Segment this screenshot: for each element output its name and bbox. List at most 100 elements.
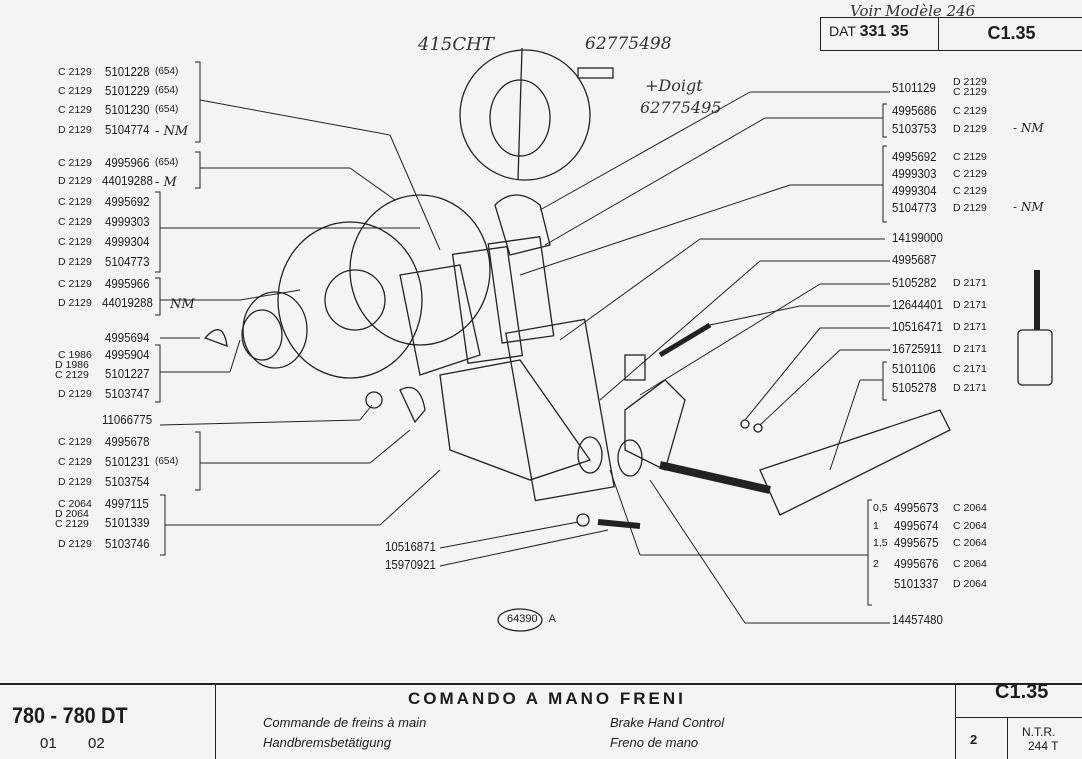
title-english: Brake Hand Control (610, 715, 725, 730)
dat-value: 331 35 (859, 23, 909, 40)
handwritten-part-number: 62775495 (640, 98, 722, 117)
years-a: 01 (40, 735, 57, 752)
part-number: 5105278 (892, 380, 937, 395)
title-french: Commande de freins à main (263, 715, 427, 730)
supplier-code: C 2129 (953, 105, 987, 117)
caliper (399, 264, 481, 376)
part-number: 5103747 (105, 386, 150, 401)
part-number: 44019288 (102, 295, 153, 310)
part-number: 16725911 (892, 341, 943, 356)
part-number: 14199000 (892, 230, 943, 245)
part-note: (654) (155, 157, 179, 168)
part-number: 5101228 (105, 64, 150, 79)
clevis (1017, 329, 1053, 386)
part-number: 5101231 (105, 454, 150, 469)
supplier-code: C 2129 (953, 185, 987, 197)
part-number: 10516871 (385, 539, 436, 554)
part-number: 5101129 (892, 80, 936, 95)
figure-ref: 64390 A (507, 613, 556, 625)
part-note: (654) (155, 456, 179, 467)
years-b: 02 (88, 735, 105, 752)
title-block: 780 - 780 DT 01 02 COMANDO A MANO FRENI … (0, 681, 1082, 759)
part-number: 4995692 (892, 149, 937, 164)
model-name: 780 - 780 DT (12, 703, 128, 728)
supplier-code: D 2064 (953, 578, 987, 590)
supplier-code: D 2171 (953, 382, 987, 394)
supplier-code: C 2064 (953, 502, 987, 514)
quantity: 1 (873, 520, 879, 532)
supplier-code: D 2129 (953, 123, 987, 135)
part-number: 12644401 (892, 297, 943, 312)
supplier-code: C 2171 (953, 363, 987, 375)
part-note: NM (170, 297, 195, 312)
supplier-code: D 2171 (953, 321, 987, 333)
title-italian: COMANDO A MANO FRENI (408, 689, 686, 708)
part-number: 4999303 (105, 214, 150, 229)
header-page-code: C1.35 (987, 23, 1036, 43)
part-number: 5103746 (105, 536, 150, 551)
quantity: 1,5 (873, 537, 888, 549)
part-number: 4995678 (105, 434, 150, 449)
supplier-code: C 2064 (953, 537, 987, 549)
part-note: (654) (155, 85, 179, 96)
part-number: 4995676 (894, 556, 939, 571)
quantity: 2 (873, 558, 879, 570)
supplier-code: C 2129 (953, 168, 987, 180)
figure-ref-oval (497, 608, 543, 632)
title-page-code: C1.35 (995, 681, 1049, 703)
part-note: (654) (155, 66, 179, 77)
header-box: DAT 331 35 C1.35 (820, 17, 1082, 51)
part-number: 4999304 (105, 234, 150, 249)
part-number: 5103754 (105, 474, 150, 489)
part-number: 4995904 (105, 347, 150, 362)
title-spanish: Freno de mano (610, 735, 699, 750)
part-number: 4999304 (892, 183, 937, 198)
part-number: 5105282 (892, 275, 937, 290)
part-number: 5101229 (105, 83, 150, 98)
figure-number: 64390 (507, 613, 538, 625)
handwritten-note: +Doigt (645, 76, 703, 95)
part-number: 5101227 (105, 366, 150, 381)
part-number: 5101337 (894, 576, 939, 591)
part-number: 44019288 (102, 173, 153, 188)
quantity: 0,5 (873, 502, 888, 514)
sheet-number: 2 (970, 732, 978, 747)
brake-drum (349, 194, 491, 346)
supplier-code: C 2064 (953, 558, 987, 570)
part-number: 5101339 (105, 515, 150, 530)
part-note: - NM (1013, 200, 1044, 214)
supplier-code: D 2171 (953, 343, 987, 355)
part-number: 4995686 (892, 103, 937, 118)
part-number: 5104773 (892, 200, 937, 215)
part-note: - NM (1013, 121, 1044, 135)
supplier-code: D 2129 (953, 202, 987, 214)
title-german: Handbremsbetätigung (263, 735, 391, 750)
hand-lever (759, 409, 951, 516)
part-note: - NM (155, 124, 189, 139)
supplier-code: D 2129 C 2129 (953, 76, 987, 98)
supplier-code: D 2171 (953, 299, 987, 311)
part-number: 4999303 (892, 166, 937, 181)
part-number: 4995674 (894, 518, 939, 533)
part-number: 4995966 (105, 155, 150, 170)
brake-disc (277, 221, 423, 379)
part-number: 5103753 (892, 121, 937, 136)
part-note: (654) (155, 104, 179, 115)
housing (439, 359, 592, 481)
supplier-code: C 2129 (953, 151, 987, 163)
part-number: 5104773 (105, 254, 150, 269)
ntr-value: 244 T (1028, 739, 1059, 753)
handwritten-part-number: 62775498 (585, 34, 672, 54)
part-number: 4997115 (105, 496, 149, 511)
handwritten-note: 415CHT (418, 34, 494, 55)
handwritten-header-note: Voir Modèle 246 (850, 2, 976, 20)
part-number: 5101106 (892, 361, 936, 376)
part-number: 5101230 (105, 102, 150, 117)
part-number: 4995692 (105, 194, 150, 209)
part-number: 4995687 (892, 252, 937, 267)
figure-suffix: A (548, 613, 556, 625)
dat-label: DAT (829, 23, 856, 39)
part-number: 11066775 (102, 412, 153, 427)
supplier-code: D 2171 (953, 277, 987, 289)
